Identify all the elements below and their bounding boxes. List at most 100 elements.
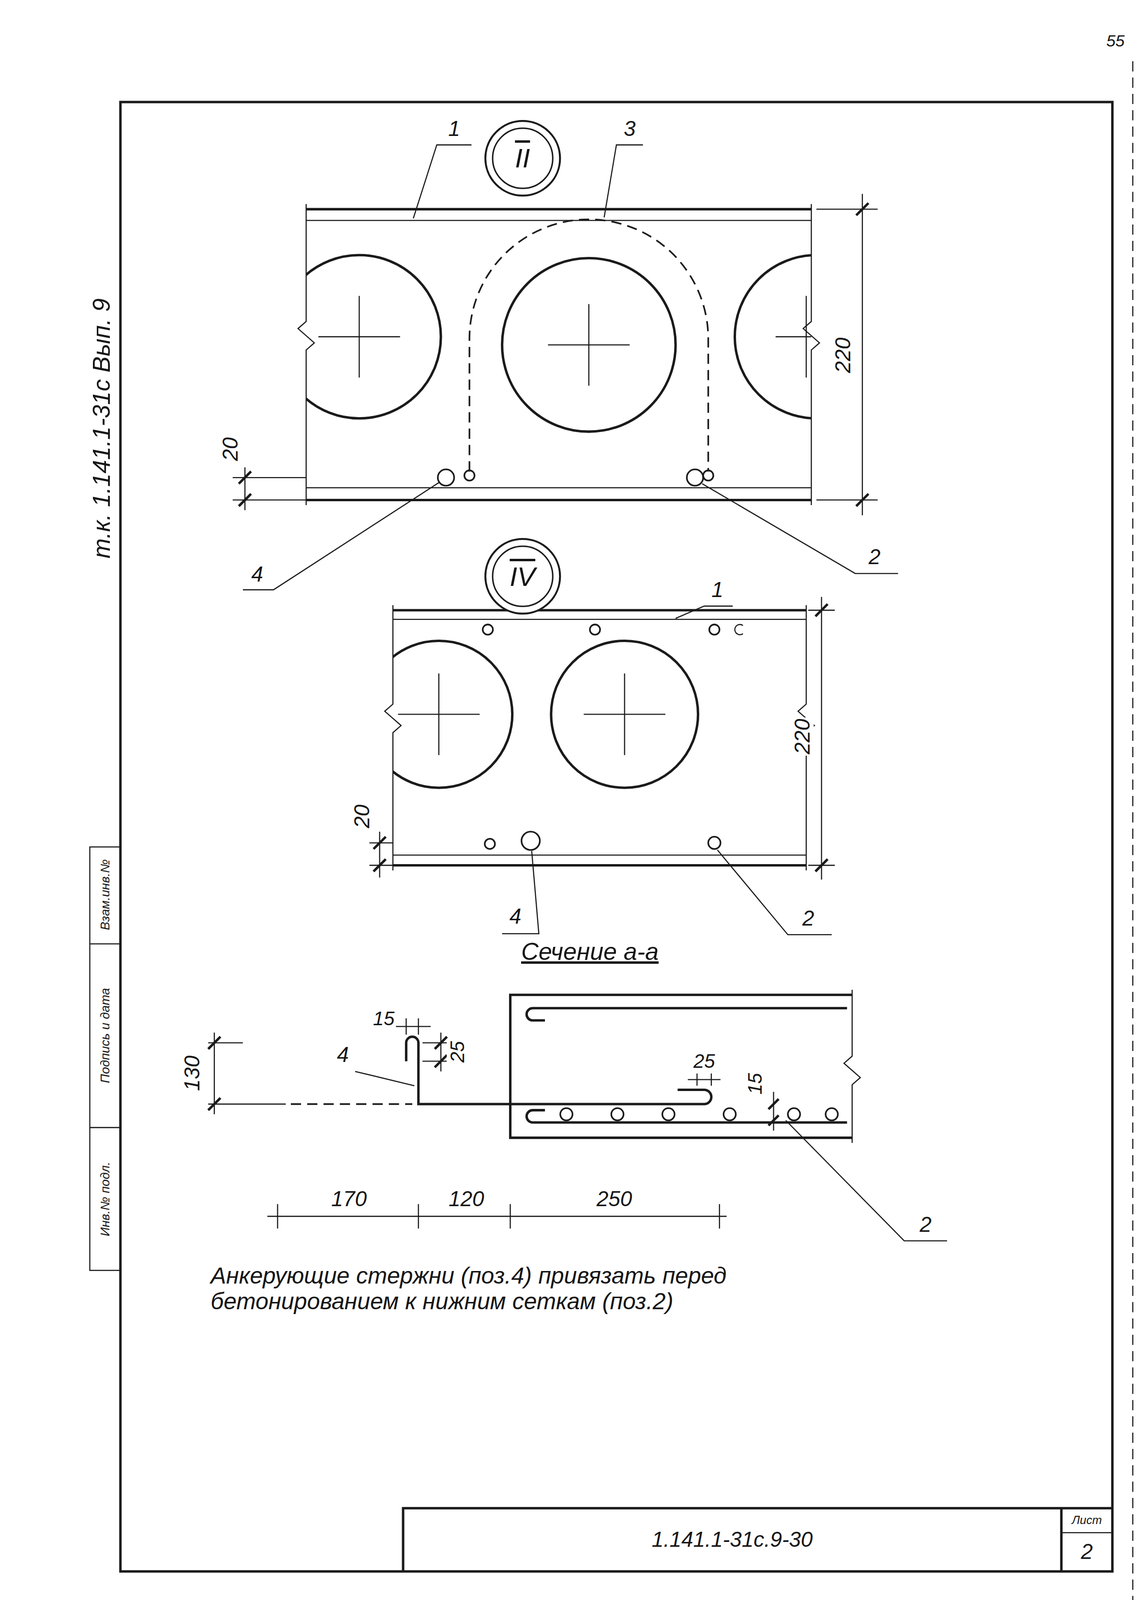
- break-line: [298, 204, 315, 506]
- callout-number: 3: [622, 117, 637, 141]
- rebar-mark: [734, 624, 743, 635]
- marker-outer-ring: [485, 120, 560, 196]
- dimension-value: 15: [744, 1071, 767, 1097]
- break-line: [803, 204, 820, 506]
- dimension-tick: [208, 1037, 221, 1111]
- frame-border: [120, 102, 1113, 1572]
- void-circle: [734, 255, 812, 419]
- callout-number: 4: [335, 1043, 350, 1067]
- rebar-dot: [723, 1108, 736, 1121]
- stamp-field-label: Взам.инв.№: [98, 857, 113, 932]
- rebar-dot: [662, 1108, 675, 1121]
- binding-strip-divider: [90, 1127, 121, 1128]
- page-corner-number: 55: [1104, 31, 1127, 50]
- series-code: т.к. 1.141.1-31с Вып. 9: [88, 297, 116, 561]
- dimension-value: 220: [831, 335, 855, 375]
- callout-number: 4: [249, 562, 265, 587]
- dimension-value: 130: [180, 1054, 204, 1093]
- dimension-value: 120: [447, 1187, 486, 1211]
- marker-inner-ring: [492, 128, 553, 189]
- rebar-dot: [484, 839, 496, 850]
- section-marker: II: [483, 119, 562, 197]
- callout-number: 1: [446, 117, 462, 141]
- slab-outline: [306, 208, 812, 211]
- section-title: Сечение а-а: [519, 938, 661, 966]
- dimension-value: 15: [371, 1007, 397, 1030]
- callout-number: 2: [800, 906, 816, 931]
- drawing-code: 1.141.1-31с.9-30: [651, 1528, 813, 1552]
- dimension-tick: [238, 471, 251, 507]
- dimension-line: [422, 1032, 448, 1072]
- rebar-dot: [787, 1108, 800, 1121]
- note-text: Анкерующие стержни (поз.4) привязать пер…: [209, 1263, 808, 1315]
- leader-line: [413, 144, 472, 219]
- center-mark: [438, 673, 440, 756]
- callout-number: 4: [508, 904, 523, 929]
- dimension-line: [395, 1018, 431, 1036]
- center-mark: [358, 296, 360, 378]
- mesh-bar: [526, 1008, 847, 1021]
- leader-line: [502, 851, 540, 934]
- slab-outline: [392, 609, 807, 612]
- void-circle: [392, 640, 513, 788]
- rebar-dot: [825, 1108, 838, 1121]
- rebar-dot: [686, 469, 704, 486]
- void-circle: [502, 258, 677, 433]
- anchor-bar-continuation: [290, 1103, 413, 1105]
- leader-line: [702, 483, 899, 574]
- rebar-dot: [708, 836, 721, 849]
- binding-strip-divider: [90, 943, 121, 945]
- dimension-tick: [815, 604, 828, 873]
- rebar-dot: [521, 831, 541, 851]
- section-marker: IV: [483, 537, 562, 616]
- callout-number: 1: [709, 578, 725, 602]
- dimension-value: 170: [330, 1187, 369, 1211]
- dimension-tick: [434, 1037, 447, 1068]
- dimension-value: 20: [350, 803, 374, 830]
- title-block-line: [1061, 1532, 1113, 1534]
- marker-inner-ring: [492, 546, 553, 607]
- stamp-field-label: Инв.№ подл.: [98, 1160, 113, 1238]
- dimension-line: [232, 467, 307, 511]
- rebar-dot: [709, 624, 720, 635]
- u-bar: [469, 219, 708, 472]
- dimension-tick: [768, 1098, 779, 1126]
- rebar-dot: [482, 624, 494, 635]
- dimension-line: [687, 1073, 721, 1086]
- mesh-line: [392, 854, 807, 856]
- sheet-trim-line: [1132, 61, 1134, 1600]
- anchor-bar: [406, 1037, 712, 1105]
- dimension-line: [369, 831, 393, 878]
- dimension-value: 25: [446, 1039, 468, 1065]
- void-circle: [551, 640, 699, 788]
- sheet-number-cell: Лист2: [1061, 1508, 1113, 1572]
- dimension-value: 220: [790, 717, 814, 756]
- leader-line: [785, 1120, 948, 1242]
- leader-line: [717, 850, 832, 935]
- dimension-value: 250: [595, 1187, 634, 1211]
- void-circle: [306, 255, 441, 419]
- binding-strip: [90, 847, 121, 1271]
- callout-number: 2: [867, 545, 882, 569]
- center-mark: [805, 296, 807, 378]
- sheet-heading: Лист: [1071, 1508, 1102, 1534]
- mesh-line: [306, 487, 812, 489]
- dimension-value: 25: [691, 1050, 717, 1072]
- dimension-tick: [373, 836, 386, 872]
- leader-line: [603, 144, 643, 218]
- dimension-line: [816, 194, 878, 516]
- rebar-dot: [560, 1108, 573, 1121]
- mesh-line: [306, 219, 812, 221]
- dimension-line: [772, 1092, 774, 1131]
- rebar-dot: [437, 469, 455, 486]
- title-block-line: [403, 1508, 1113, 1572]
- dimension-tick: [856, 203, 869, 507]
- mesh-line: [392, 618, 807, 620]
- title-block-cell: 1.141.1-31с.9-30: [403, 1508, 1062, 1572]
- rebar-dot: [589, 624, 601, 635]
- center-mark: [624, 673, 626, 756]
- leader-line: [675, 606, 733, 619]
